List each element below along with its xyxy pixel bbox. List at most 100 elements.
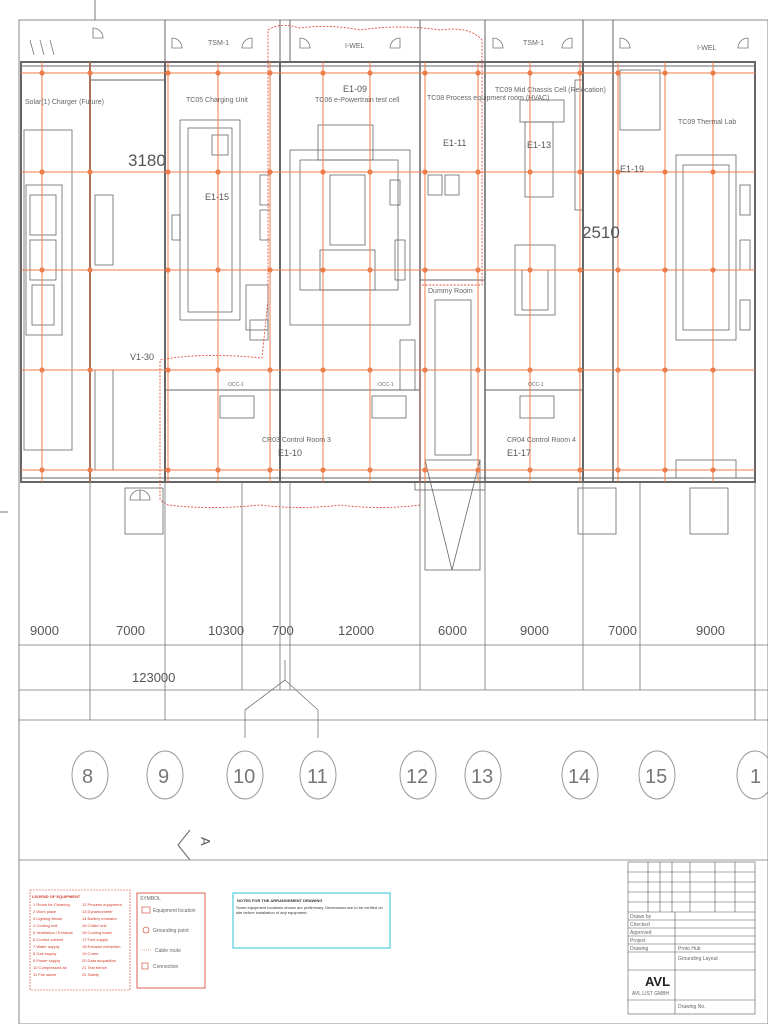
grid-node [215, 70, 221, 76]
grid-node [662, 367, 668, 373]
dim-value: 7000 [116, 623, 145, 638]
grid-node [87, 169, 93, 175]
grid-node [215, 467, 221, 473]
grid-node [710, 267, 716, 273]
room-name-cr03: CR03 Control Room 3 [262, 437, 331, 444]
tb-row-label: Checked [630, 922, 650, 928]
legend-item: 20 Data acquisition [82, 958, 116, 963]
grid-node [422, 70, 428, 76]
tb-row-label: Project [630, 938, 646, 944]
dimension-lines [19, 482, 768, 861]
equipment-outlines [23, 69, 751, 571]
grid-node [39, 70, 45, 76]
legend-item: 17 Fuel supply [82, 937, 108, 942]
label-v1-30: V1-30 [130, 352, 154, 362]
section-label: A [198, 837, 213, 846]
dim-value: 7000 [608, 623, 637, 638]
grid-node [87, 467, 93, 473]
axis-label: 1 [750, 766, 761, 788]
legend-item: 16 Cooling tower [82, 930, 113, 935]
dim-value: 12000 [338, 623, 374, 638]
grid-node [267, 70, 273, 76]
grid-node [527, 367, 533, 373]
grid-node [577, 467, 583, 473]
grid-node [165, 267, 171, 273]
notes-body: Some equipment locations shown are preli… [236, 905, 383, 915]
label-tsm1-a: TSM-1 [208, 40, 229, 47]
grid-node [615, 367, 621, 373]
dim-3180: 3180 [128, 151, 166, 170]
tb-drawing-title: Grounding Layout [678, 956, 718, 962]
grid-node [615, 267, 621, 273]
legend-item: 8 Gas supply [33, 951, 56, 956]
legend-item: 22 Safety [82, 972, 99, 977]
room-id-e1-17: E1-17 [507, 448, 531, 458]
axis-label: 11 [307, 766, 328, 788]
grid-node [710, 169, 716, 175]
grid-node [577, 70, 583, 76]
grid-node [320, 367, 326, 373]
grid-node [320, 70, 326, 76]
symbol-c: Cable route [155, 948, 181, 954]
label-iwel-b: I-WEL [697, 45, 717, 52]
grid-node [367, 169, 373, 175]
grid-node [87, 267, 93, 273]
dim-value: 9000 [520, 623, 549, 638]
room-name-tc09: TC09 Mid Chassis Cell (Relocation) [495, 87, 606, 94]
symbol-a: Equipment location [153, 908, 196, 914]
grid-node [165, 467, 171, 473]
room-id-e1-11: E1-11 [443, 138, 466, 148]
grid-node [527, 70, 533, 76]
room-name-solar: Solar(1) Charger (Future) [25, 99, 104, 106]
legend-item: 18 Exhaust extraction [82, 944, 120, 949]
grid-node [215, 367, 221, 373]
grid-node [215, 169, 221, 175]
axis-label: 14 [568, 766, 590, 788]
grid-node [367, 467, 373, 473]
axis-label: 13 [471, 766, 493, 788]
grid-node [367, 70, 373, 76]
grid-node [577, 169, 583, 175]
room-id-e1-09: E1-09 [343, 84, 367, 94]
grid-node [422, 367, 428, 373]
room-id-e1-19: E1-19 [620, 164, 644, 174]
grid-node [320, 267, 326, 273]
grid-node [615, 70, 621, 76]
symbol-b: Grounding point [153, 928, 189, 934]
legend-item: 9 Power supply [33, 958, 60, 963]
grid-node [710, 367, 716, 373]
grid-node [527, 169, 533, 175]
dim-value: 6000 [438, 623, 467, 638]
legend-item: 7 Water supply [33, 944, 60, 949]
axis-label: 15 [645, 766, 667, 788]
tb-row-label: Drawing [630, 946, 649, 952]
legend-item: 2 Work place [33, 909, 57, 914]
grid-node [39, 169, 45, 175]
grid-node [267, 267, 273, 273]
grid-node [475, 367, 481, 373]
grid-node [320, 169, 326, 175]
grid-node [39, 367, 45, 373]
axis-label: 12 [406, 766, 428, 788]
dim-total: 123000 [132, 670, 175, 685]
notes-box: NOTES FOR THE ARRANGEMENT DRAWING Some e… [232, 892, 391, 949]
tb-row-label: Drawn by [630, 914, 652, 920]
tb-project: Proto Hub [678, 946, 701, 952]
legend-item: 5 Ventilation / Exhaust [33, 930, 73, 935]
room-id-e1-10: E1-10 [278, 448, 302, 458]
dim-value: 9000 [696, 623, 725, 638]
grid-node [577, 267, 583, 273]
dimension-values: 9000 7000 10300 700 12000 6000 9000 7000… [30, 623, 725, 685]
grid-node [39, 267, 45, 273]
grid-node [367, 367, 373, 373]
grid-node [165, 169, 171, 175]
label-occ1-a: OCC-1 [228, 382, 244, 388]
grid-node [615, 169, 621, 175]
grid-node [527, 467, 533, 473]
label-occ1-c: OCC-1 [528, 382, 544, 388]
legend-item: 21 Test bench [82, 965, 107, 970]
tb-company-sub: AVL LIST GMBH [632, 991, 670, 997]
legend-item: 6 Control cabinet [33, 937, 64, 942]
title-block [627, 861, 756, 1015]
section-marker [177, 829, 191, 861]
